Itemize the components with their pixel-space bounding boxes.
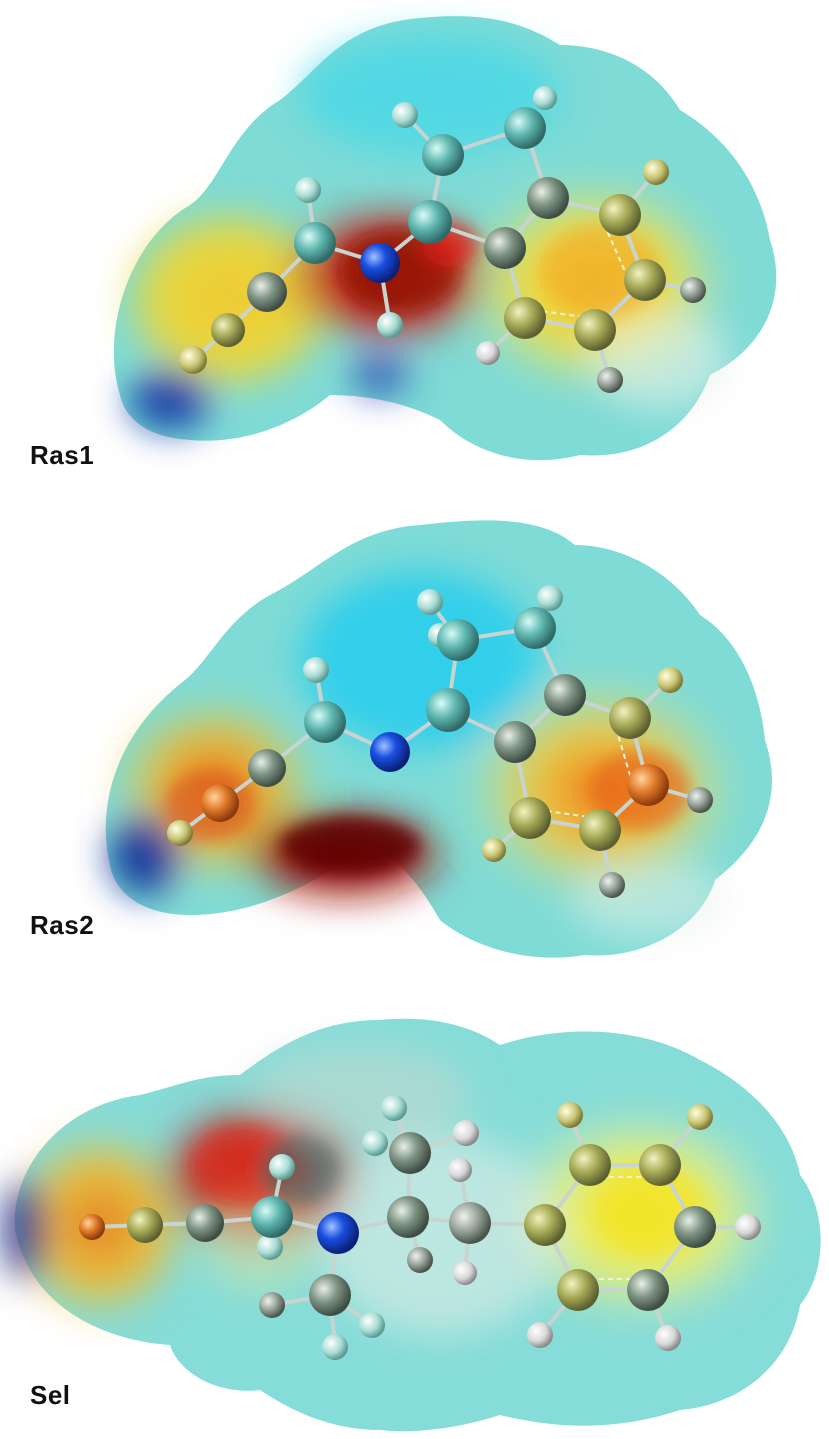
atom-hydrogen xyxy=(79,1214,105,1240)
atom-nitrogen xyxy=(317,1212,359,1254)
atom-hydrogen xyxy=(476,341,500,365)
atom-carbon xyxy=(247,272,287,312)
panel-ras1: Ras1 xyxy=(0,0,829,475)
ras1-esp-surface xyxy=(113,16,777,461)
atom-hydrogen xyxy=(448,1158,472,1182)
atom-hydrogen xyxy=(303,657,329,683)
atom-hydrogen xyxy=(453,1261,477,1285)
atom-carbon xyxy=(544,674,586,716)
atom-carbon xyxy=(248,749,286,787)
atom-hydrogen xyxy=(597,367,623,393)
panel-label-sel: Sel xyxy=(30,1380,71,1410)
atom-hydrogen xyxy=(533,86,557,110)
atom-carbon xyxy=(294,222,336,264)
atom-hydrogen xyxy=(257,1234,283,1260)
atom-carbon xyxy=(504,297,546,339)
sel-atoms xyxy=(79,1095,761,1360)
atom-carbon xyxy=(504,107,546,149)
atom-nitrogen xyxy=(370,732,410,772)
atom-hydrogen xyxy=(657,667,683,693)
atom-carbon xyxy=(579,809,621,851)
atom-carbon xyxy=(387,1196,429,1238)
atom-carbon xyxy=(674,1206,716,1248)
atom-hydrogen xyxy=(377,312,403,338)
atom-carbon xyxy=(509,797,551,839)
atom-carbon xyxy=(599,194,641,236)
atom-carbon xyxy=(186,1204,224,1242)
atom-carbon xyxy=(609,697,651,739)
atom-hydrogen xyxy=(359,1312,385,1338)
atom-carbon xyxy=(437,619,479,661)
atom-carbon xyxy=(494,721,536,763)
ras1-atoms xyxy=(179,86,706,393)
atom-carbon xyxy=(527,177,569,219)
atom-carbon xyxy=(422,134,464,176)
atom-hydrogen xyxy=(322,1334,348,1360)
atom-carbon xyxy=(639,1144,681,1186)
atom-carbon xyxy=(426,688,470,732)
panel-sel: Sel xyxy=(0,1005,829,1439)
atom-carbon xyxy=(627,764,669,806)
atom-hydrogen xyxy=(417,589,443,615)
atom-hydrogen xyxy=(362,1130,388,1156)
panel-label-ras2: Ras2 xyxy=(30,910,95,940)
atom-hydrogen xyxy=(655,1325,681,1351)
atom-hydrogen xyxy=(295,177,321,203)
atom-carbon xyxy=(484,227,526,269)
atom-carbon xyxy=(627,1269,669,1311)
atom-hydrogen xyxy=(381,1095,407,1121)
panel-label-ras1: Ras1 xyxy=(30,440,95,470)
atom-carbon xyxy=(389,1132,431,1174)
ras2-atoms xyxy=(167,585,713,898)
atom-hydrogen xyxy=(735,1214,761,1240)
atom-hydrogen xyxy=(537,585,563,611)
atom-hydrogen xyxy=(687,1104,713,1130)
atom-carbon xyxy=(251,1196,293,1238)
atom-hydrogen xyxy=(680,277,706,303)
atom-carbon xyxy=(569,1144,611,1186)
atom-hydrogen xyxy=(687,787,713,813)
atom-hydrogen xyxy=(259,1292,285,1318)
atom-carbon xyxy=(211,313,245,347)
atom-carbon xyxy=(557,1269,599,1311)
atom-hydrogen xyxy=(392,102,418,128)
atom-hydrogen xyxy=(179,346,207,374)
atom-carbon xyxy=(524,1204,566,1246)
atom-hydrogen xyxy=(407,1247,433,1273)
atom-carbon xyxy=(408,200,452,244)
sel-esp-surface xyxy=(5,1018,821,1432)
atom-hydrogen xyxy=(453,1120,479,1146)
atom-carbon xyxy=(309,1274,351,1316)
atom-hydrogen xyxy=(527,1322,553,1348)
atom-hydrogen xyxy=(557,1102,583,1128)
atom-hydrogen xyxy=(599,872,625,898)
atom-carbon xyxy=(304,701,346,743)
atom-hydrogen xyxy=(482,838,506,862)
atom-hydrogen xyxy=(269,1154,295,1180)
atom-nitrogen xyxy=(360,243,400,283)
panel-ras2: Ras2 xyxy=(0,500,829,965)
atom-carbon xyxy=(624,259,666,301)
atom-carbon xyxy=(201,784,239,822)
atom-carbon xyxy=(574,309,616,351)
atom-carbon xyxy=(449,1202,491,1244)
ras2-esp-surface xyxy=(105,520,772,958)
atom-hydrogen xyxy=(643,159,669,185)
atom-hydrogen xyxy=(167,820,193,846)
atom-carbon xyxy=(514,607,556,649)
atom-carbon xyxy=(127,1207,163,1243)
